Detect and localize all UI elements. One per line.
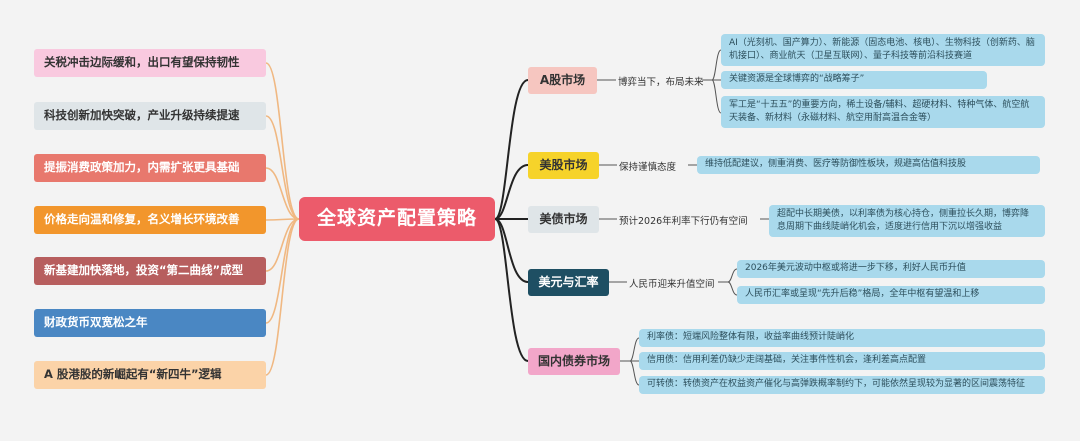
link-branch-usd-fx (494, 218, 529, 283)
branch-us-stock-note: 保持谨慎态度 (619, 162, 677, 173)
leaf-a-share-1[interactable]: AI（光刻机、国产算力）、新能源（固态电池、核电）、生物科技（创新药、脑机接口）… (721, 34, 1045, 67)
center-topic[interactable]: 全球资产配置策略 (299, 197, 495, 241)
left-item[interactable]: 提振消费政策加力，内需扩张更具基础 (34, 154, 266, 182)
link-left-3 (265, 167, 300, 220)
branch-a-share-note: 博弈当下，布局未来 (618, 77, 704, 88)
leaf-us-stock-1[interactable]: 维持低配建议，侧重消费、医疗等防御性板块，规避高估值科技股 (697, 156, 1040, 174)
leaf-usd-fx-2[interactable]: 人民币汇率或呈现“先升后稳”格局，全年中枢有望温和上移 (737, 286, 1045, 304)
link-left-6 (265, 218, 300, 324)
leaf-cn-bond-1[interactable]: 利率债：短端风险整体有限，收益率曲线预计陡峭化 (639, 329, 1045, 347)
link-branch-a-share (494, 79, 529, 220)
branch-usd-fx-note: 人民币迎来升值空间 (629, 279, 715, 290)
leaf-usd-fx-1[interactable]: 2026年美元波动中枢或将进一步下移，利好人民币升值 (737, 260, 1045, 278)
left-item[interactable]: 财政货币双宽松之年 (34, 309, 266, 337)
link-left-5 (265, 218, 300, 272)
left-item[interactable]: A 股港股的新崛起有“新四牛”逻辑 (34, 361, 266, 389)
link-left-2 (265, 115, 300, 220)
left-item[interactable]: 新基建加快落地，投资“第二曲线”成型 (34, 257, 266, 285)
left-item[interactable]: 科技创新加快突破，产业升级持续提速 (34, 102, 266, 130)
branch-us-bond-note: 预计2026年利率下行仍有空间 (619, 216, 748, 227)
branch-usd-fx[interactable]: 美元与汇率 (528, 269, 609, 296)
leaf-us-bond-1[interactable]: 超配中长期美债，以利率债为核心持仓，侧重拉长久期，博弈降息周期下曲线陡峭化机会，… (769, 205, 1045, 238)
branch-cn-bond[interactable]: 国内债券市场 (528, 348, 620, 375)
link-left-4 (265, 218, 300, 221)
left-item[interactable]: 价格走向温和修复，名义增长环境改善 (34, 206, 266, 234)
leaf-cn-bond-2[interactable]: 信用债：信用利差仍缺少走阔基础，关注事件性机会，逢利差高点配置 (639, 352, 1045, 370)
leaf-a-share-2[interactable]: 关键资源是全球博弈的“战略筹子” (721, 71, 987, 89)
branch-us-stock[interactable]: 美股市场 (528, 152, 599, 179)
link-left-7 (265, 218, 300, 376)
leaf-cn-bond-3[interactable]: 可转债：转债资产在权益资产催化与高弹跌概率制约下，可能依然呈现较为显著的区间震荡… (639, 376, 1045, 394)
link-branch-us-stock (494, 164, 529, 220)
left-item[interactable]: 关税冲击边际缓和，出口有望保持韧性 (34, 49, 266, 77)
branch-a-share[interactable]: A股市场 (528, 67, 597, 94)
link-branch-cn-bond (494, 218, 529, 362)
leaf-a-share-3[interactable]: 军工是“十五五”的重要方向，稀土设备/辅料、超硬材料、特种气体、航空航天装备、新… (721, 96, 1045, 129)
link-left-1 (265, 62, 300, 220)
branch-us-bond[interactable]: 美债市场 (528, 206, 599, 233)
